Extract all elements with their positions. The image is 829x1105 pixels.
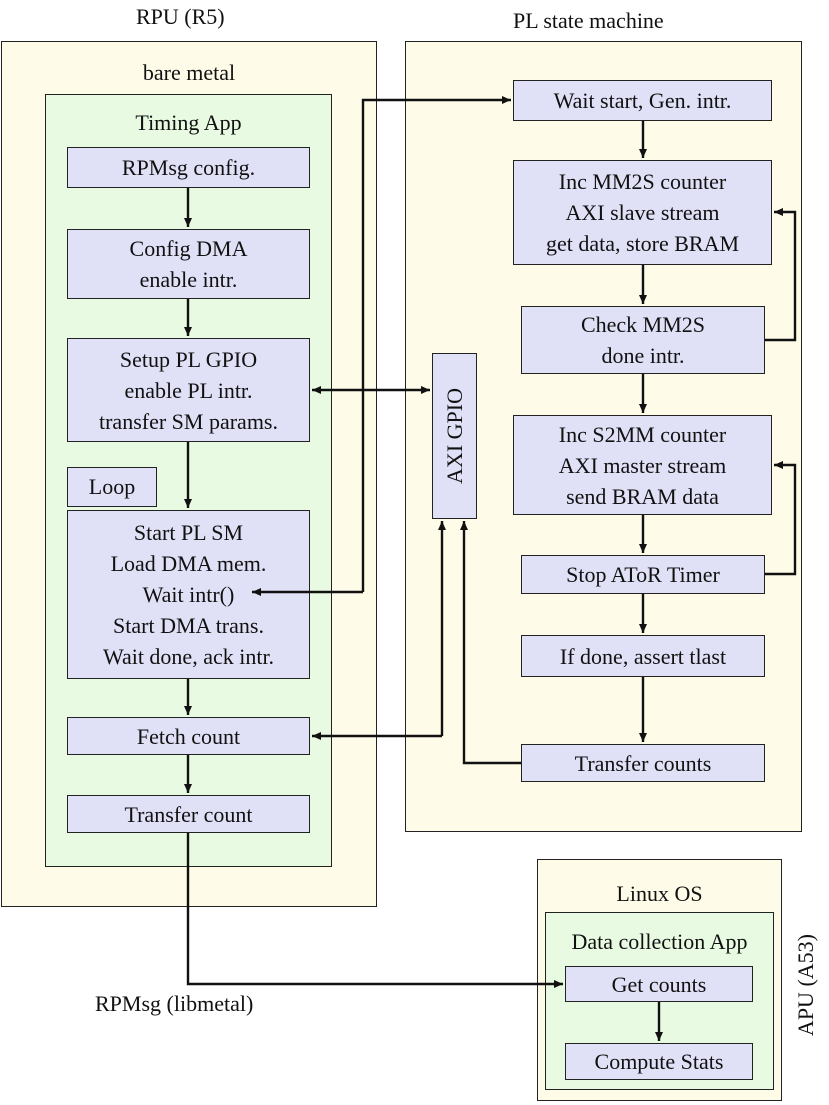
axi-gpio-label: AXI GPIO: [442, 388, 467, 484]
config-dma-node: Config DMA enable intr.: [67, 229, 310, 299]
transfer-count-node: Transfer count: [67, 795, 310, 833]
pl-title: PL state machine: [513, 8, 664, 33]
inc-mm2s-node: Inc MM2S counter AXI slave stream get da…: [513, 160, 772, 265]
check-mm2s-node: Check MM2S done intr.: [521, 306, 765, 374]
loop-label: Loop: [67, 467, 157, 507]
axi-gpio-node: AXI GPIO: [432, 353, 477, 519]
rpu-title: RPU (R5): [136, 4, 225, 29]
fetch-count-node: Fetch count: [67, 717, 310, 755]
linux-os-label: Linux OS: [616, 881, 703, 906]
loop-body-node: Start PL SM Load DMA mem. Wait intr() St…: [67, 510, 310, 679]
bare-metal-label: bare metal: [142, 60, 236, 85]
get-counts-node: Get counts: [565, 966, 753, 1002]
transfer-counts-node: Transfer counts: [521, 744, 765, 782]
setup-pl-gpio-node: Setup PL GPIO enable PL intr. transfer S…: [67, 338, 310, 442]
compute-stats-node: Compute Stats: [565, 1043, 753, 1080]
wait-start-node: Wait start, Gen. intr.: [513, 80, 772, 121]
inc-s2mm-node: Inc S2MM counter AXI master stream send …: [513, 415, 772, 515]
if-done-node: If done, assert tlast: [521, 635, 765, 677]
apu-title: APU (A53): [793, 934, 818, 1037]
stop-ator-node: Stop AToR Timer: [521, 555, 765, 594]
rpmsg-config-node: RPMsg config.: [67, 147, 310, 188]
data-collection-label: Data collection App: [571, 929, 748, 954]
timing-app-label: Timing App: [135, 110, 242, 135]
rpmsg-link-label: RPMsg (libmetal): [95, 991, 254, 1016]
